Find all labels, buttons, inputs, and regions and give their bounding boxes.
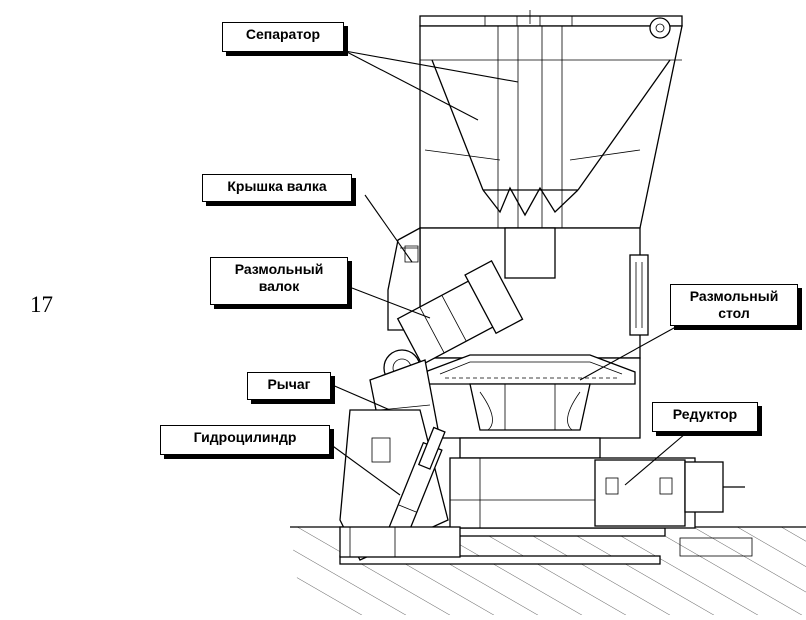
label-grinding-roller: Размольный валок xyxy=(210,257,348,305)
gearbox-body xyxy=(449,437,745,529)
label-separator: Сепаратор xyxy=(222,22,344,52)
label-gearbox: Редуктор xyxy=(652,402,758,432)
hydraulic-cylinder-group xyxy=(339,409,461,561)
label-hydraulic-cylinder: Гидроцилиндр xyxy=(160,425,330,455)
page-number: 17 xyxy=(30,292,53,317)
grinding-roller xyxy=(396,260,524,366)
leader-lines xyxy=(329,50,693,496)
label-roller-cover: Крышка валка xyxy=(202,174,352,202)
grinding-table xyxy=(424,354,636,431)
label-grinding-table: Размольный стол xyxy=(670,284,798,326)
label-lever: Рычаг xyxy=(247,372,331,400)
